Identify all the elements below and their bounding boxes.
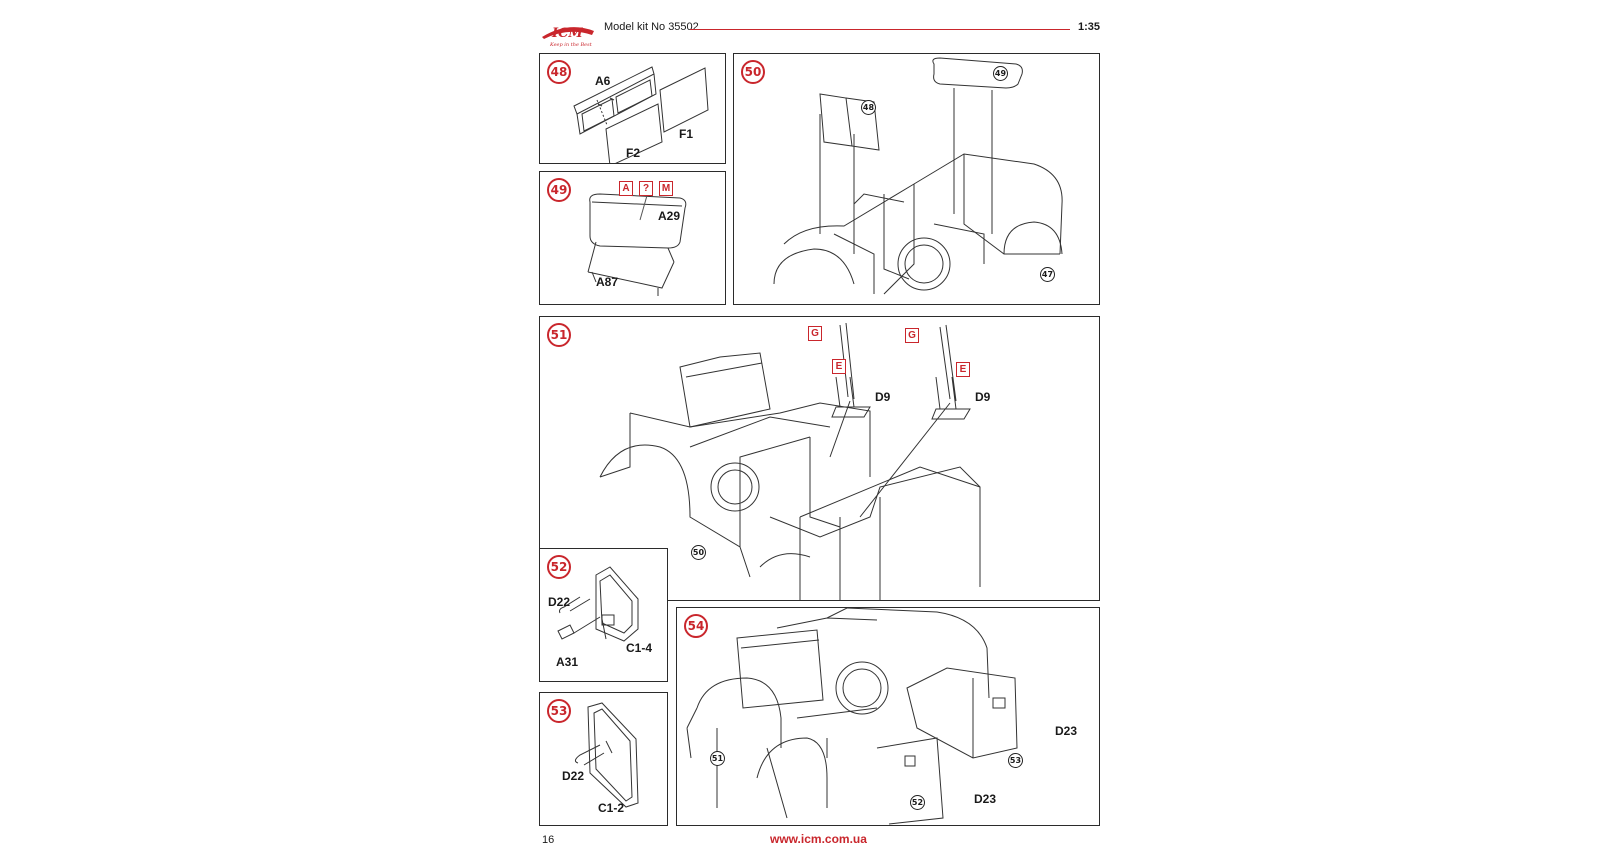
part-label-d23-bottom: D23 bbox=[974, 792, 997, 806]
part-tag-g-left: G bbox=[808, 326, 822, 341]
part-label-a31: A31 bbox=[556, 655, 579, 669]
step-50-number: 50 bbox=[741, 60, 765, 84]
scale-label: 1:35 bbox=[1078, 21, 1101, 33]
step-53-illustration bbox=[574, 702, 639, 808]
part-tag-g-right: G bbox=[905, 328, 919, 343]
part-label-d23-right: D23 bbox=[1055, 724, 1078, 738]
paint-tag-m: M bbox=[659, 181, 673, 196]
part-tag-e-left: E bbox=[832, 359, 846, 374]
icm-logo: ICM Keep in the Best bbox=[542, 26, 594, 48]
part-label-d22: D22 bbox=[562, 769, 585, 783]
ref-step-50: 50 bbox=[691, 545, 706, 560]
paint-tag-a: A bbox=[619, 181, 633, 196]
part-label-d9-right: D9 bbox=[975, 390, 991, 404]
step-48-illustration bbox=[573, 66, 709, 163]
part-tag-e-right: E bbox=[956, 362, 970, 377]
part-label-a29: A29 bbox=[658, 209, 681, 223]
page-number: 16 bbox=[542, 834, 555, 846]
part-label-a87: A87 bbox=[596, 275, 619, 289]
step-54-panel: 54 D23 D23 51 52 53 bbox=[676, 607, 1100, 826]
ref-step-48: 48 bbox=[861, 100, 876, 115]
website-link[interactable]: www.icm.com.ua bbox=[770, 832, 867, 846]
kit-number-label: Model kit No 35502 bbox=[604, 21, 699, 33]
part-label-c1-2: C1-2 bbox=[598, 801, 625, 815]
step-51-illustration bbox=[599, 322, 981, 600]
step-49-illustration bbox=[587, 191, 687, 296]
part-label-a6: A6 bbox=[595, 74, 611, 88]
step-52-illustration bbox=[557, 566, 639, 642]
step-48-number: 48 bbox=[547, 60, 571, 84]
step-54-illustration bbox=[686, 608, 1018, 825]
step-52-panel: 52 D22 A31 C1-4 bbox=[539, 548, 668, 682]
svg-text:ICM: ICM bbox=[551, 26, 583, 41]
step-48-panel: 48 A6 F1 F2 bbox=[539, 53, 726, 164]
part-label-f2: F2 bbox=[626, 146, 641, 160]
step-54-number: 54 bbox=[684, 614, 708, 638]
svg-text:Keep in the Best: Keep in the Best bbox=[549, 42, 593, 48]
step-52-number: 52 bbox=[547, 555, 571, 579]
paint-tag-unknown: ? bbox=[639, 181, 653, 196]
ref-step-53: 53 bbox=[1008, 753, 1023, 768]
part-label-d22: D22 bbox=[548, 595, 571, 609]
step-53-panel: 53 D22 C1-2 bbox=[539, 692, 668, 826]
ref-step-51: 51 bbox=[710, 751, 725, 766]
part-label-d9-left: D9 bbox=[875, 390, 891, 404]
step-53-number: 53 bbox=[547, 699, 571, 723]
step-49-panel: 49 A ? M A29 A87 bbox=[539, 171, 726, 305]
header-rule bbox=[690, 29, 1070, 30]
step-49-number: 49 bbox=[547, 178, 571, 202]
step-50-panel: 50 48 49 47 bbox=[733, 53, 1100, 305]
ref-step-49: 49 bbox=[993, 66, 1008, 81]
ref-step-47: 47 bbox=[1040, 267, 1055, 282]
step-51-number: 51 bbox=[547, 323, 571, 347]
ref-step-52: 52 bbox=[910, 795, 925, 810]
step-50-illustration bbox=[773, 57, 1063, 295]
part-label-f1: F1 bbox=[679, 127, 694, 141]
part-label-c1-4: C1-4 bbox=[626, 641, 653, 655]
